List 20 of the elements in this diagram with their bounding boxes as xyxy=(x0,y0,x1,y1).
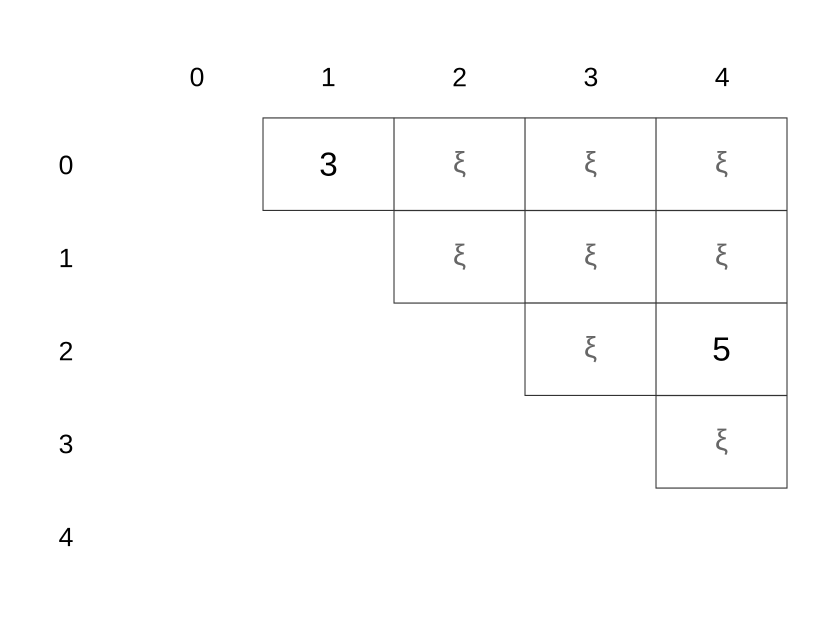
grid-cell: ξ xyxy=(393,117,526,211)
grid-cell: ξ xyxy=(393,210,526,304)
grid-cell: 3 xyxy=(262,117,395,211)
grid-cell: ξ xyxy=(655,210,788,304)
column-header: 4 xyxy=(715,68,729,86)
column-header: 1 xyxy=(322,68,334,86)
row-header: 4 xyxy=(59,528,73,546)
row-header: 1 xyxy=(60,248,72,268)
column-header: 3 xyxy=(584,68,598,86)
column-header: 0 xyxy=(190,68,204,86)
row-header: 3 xyxy=(60,434,72,454)
grid-cell: ξ xyxy=(524,117,657,211)
row-header: 2 xyxy=(60,342,72,360)
column-header: 2 xyxy=(454,68,466,86)
grid-cell: ξ xyxy=(524,210,657,304)
row-header: 0 xyxy=(60,156,72,174)
grid-cell: ξ xyxy=(655,395,788,489)
grid-cell: ξ xyxy=(524,302,657,396)
grid-cell: ξ xyxy=(655,117,788,211)
grid-cell: 5 xyxy=(655,302,788,396)
